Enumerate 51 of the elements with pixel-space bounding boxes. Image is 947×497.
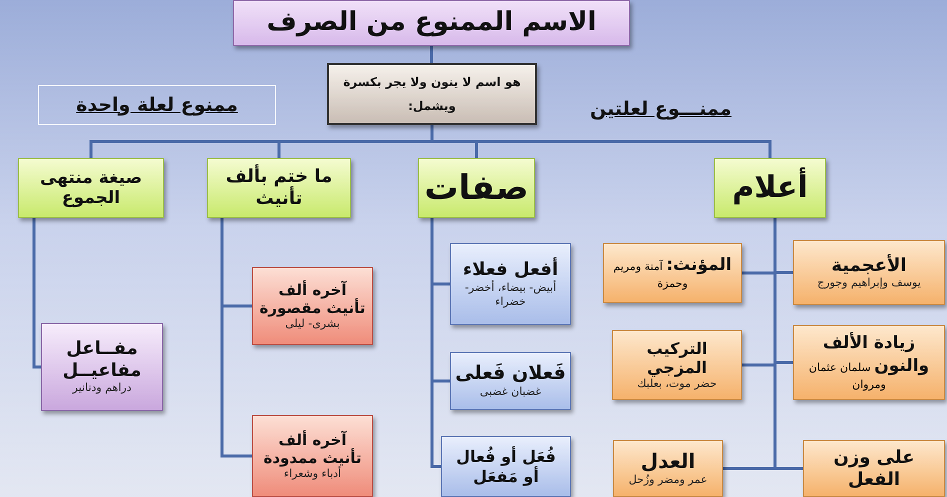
connector-line	[90, 125, 434, 158]
category-box	[714, 158, 826, 218]
definition-box	[327, 63, 537, 125]
example-box	[41, 323, 163, 411]
node-heading: آخره ألف تأنيث ممدودة	[262, 430, 362, 467]
node-text: دراهم ودنانير	[72, 381, 132, 396]
example-box	[450, 352, 571, 410]
example-box	[612, 330, 742, 400]
node-text: يوسف وإبراهيم وجورج	[817, 276, 921, 290]
node-text: حضر موت، بعلبك	[637, 377, 717, 392]
category-box	[38, 85, 276, 125]
node-text: بشرى- ليلى	[285, 316, 340, 332]
node-heading: صفات	[424, 168, 529, 208]
category-box	[18, 158, 164, 218]
connector-line	[430, 218, 441, 468]
example-box	[793, 240, 945, 305]
example-box	[441, 436, 571, 497]
node-heading: الاسم الممنوع من الصرف	[266, 7, 596, 39]
node-text: أبيض- بيضاء، أخضر- خضراء	[464, 280, 558, 310]
node-heading: العدل	[640, 449, 696, 474]
node-heading: فُعَل أو فُعال أو مَفعَل	[455, 447, 557, 486]
node-heading: التركيب المزجي	[646, 338, 708, 378]
node-text: زيادة الألف والنون سلمان عثمان ومروان	[808, 332, 930, 393]
node-text: أدباء وشعراء	[284, 466, 342, 482]
example-box	[603, 243, 742, 303]
section-heading: ممنـــوع لعلتين	[590, 98, 732, 120]
node-heading: مفــاعل مفاعيــل	[62, 338, 142, 382]
example-box	[613, 440, 723, 497]
node-text: عمر ومضر وزُحل	[628, 473, 708, 488]
node-text: غضبان غضبى	[480, 385, 542, 400]
category-box	[207, 158, 351, 218]
node-heading: على وزن الفعل	[832, 446, 916, 490]
node-heading: صيغة منتهى الجموع	[38, 168, 144, 208]
node-heading: الأعجمية	[831, 254, 907, 276]
connector-line	[32, 218, 41, 368]
node-heading: أفعل فعلاء	[462, 258, 558, 280]
example-box	[252, 415, 373, 497]
example-box	[793, 325, 945, 400]
connector-line	[220, 218, 252, 458]
category-box	[418, 158, 535, 218]
node-heading: فَعلان فَعلى	[455, 362, 566, 386]
node-heading: ما ختم بألف تأنيث	[224, 166, 334, 210]
node-heading: آخره ألف تأنيث مقصورة	[258, 280, 366, 317]
connector-line	[430, 46, 433, 63]
example-box	[252, 267, 373, 345]
node-heading: هو اسم لا ينون ولا يجر بكسرة ويشمل:	[342, 74, 522, 115]
title-box	[233, 0, 630, 46]
node-text: المؤنث: آمنة ومريم وحمزة	[612, 254, 733, 292]
node-heading: ممنوع لعلة واحدة	[76, 94, 238, 116]
example-box	[803, 440, 945, 497]
example-box	[450, 243, 571, 325]
